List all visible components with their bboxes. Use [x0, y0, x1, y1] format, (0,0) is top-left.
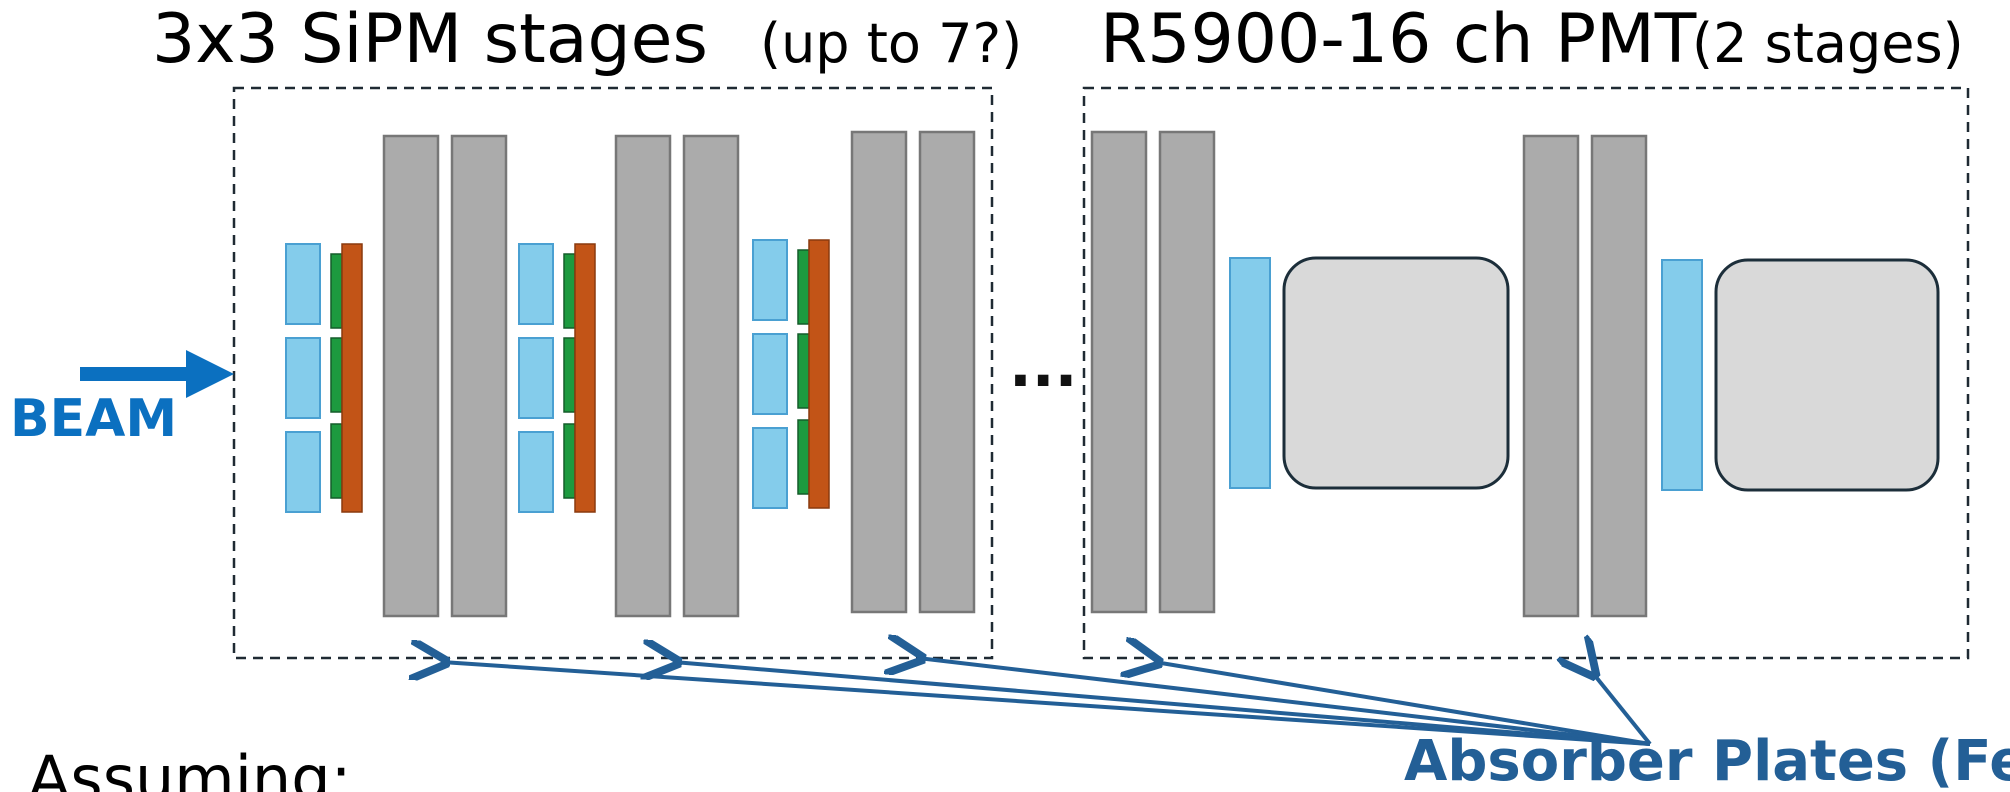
- absorber-plate: [1158, 130, 1216, 614]
- absorber-plate: [614, 134, 672, 618]
- sipm-stage-1: [285, 134, 508, 618]
- scintillator-tile: [752, 333, 788, 415]
- pointer-arrow-icon: [442, 658, 1652, 746]
- readout-board: [808, 239, 830, 509]
- assumptions-heading: Assuming:: [28, 742, 351, 792]
- pmt-body: [1282, 256, 1510, 490]
- sipm-board: [563, 253, 576, 329]
- scintillator-tile: [285, 431, 321, 513]
- sipm-board: [797, 249, 810, 325]
- absorber-plate: [1090, 130, 1148, 614]
- sipm-stage-3: [752, 130, 976, 614]
- absorber-label: Absorber Plates (Fe): [1404, 729, 2010, 792]
- scintillator-tile: [285, 243, 321, 325]
- beam-arrow-icon: [80, 350, 234, 398]
- beam-label: BEAM: [10, 389, 177, 449]
- absorber-pointer: [674, 662, 1651, 746]
- pmt-section-frame: [1082, 86, 1970, 660]
- pmt-stage-1: [1090, 130, 1510, 614]
- scintillator-tile: [518, 243, 554, 325]
- absorber-plate: [1522, 134, 1580, 618]
- absorber-plate: [450, 134, 508, 618]
- sipm-title: 3x3 SiPM stages: [152, 0, 708, 79]
- sipm-board: [330, 253, 343, 329]
- sipm-board: [797, 333, 810, 409]
- sipm-section-frame: [232, 86, 994, 660]
- pmt-title-note: (2 stages): [1692, 12, 1964, 75]
- sipm-board: [330, 337, 343, 413]
- ellipsis-separator: ...: [1009, 331, 1077, 401]
- sipm-board: [330, 423, 343, 499]
- scintillator-tile: [752, 239, 788, 321]
- absorber-plate: [1590, 134, 1648, 618]
- absorber-plate: [850, 130, 908, 614]
- scintillator-tile: [1229, 257, 1271, 489]
- scintillator-tile: [285, 337, 321, 419]
- absorber-pointer: [1155, 662, 1651, 746]
- pmt-stage-2: [1522, 134, 1940, 618]
- scintillator-tile: [752, 427, 788, 509]
- absorber-pointer: [1592, 672, 1652, 746]
- absorber-plate: [918, 130, 976, 614]
- scintillator-tile: [1661, 259, 1703, 491]
- sipm-title-note: (up to 7?): [760, 12, 1022, 75]
- sipm-board: [563, 423, 576, 499]
- sipm-stage-2: [518, 134, 740, 618]
- scintillator-tile: [518, 431, 554, 513]
- absorber-plate: [682, 134, 740, 618]
- readout-board: [574, 243, 596, 513]
- sipm-board: [797, 419, 810, 495]
- absorber-pointer: [918, 658, 1651, 746]
- pmt-title: R5900-16 ch PMT: [1100, 0, 1697, 79]
- scintillator-tile: [518, 337, 554, 419]
- absorber-plate: [382, 134, 440, 618]
- readout-board: [341, 243, 363, 513]
- sipm-board: [563, 337, 576, 413]
- pmt-body: [1714, 258, 1940, 492]
